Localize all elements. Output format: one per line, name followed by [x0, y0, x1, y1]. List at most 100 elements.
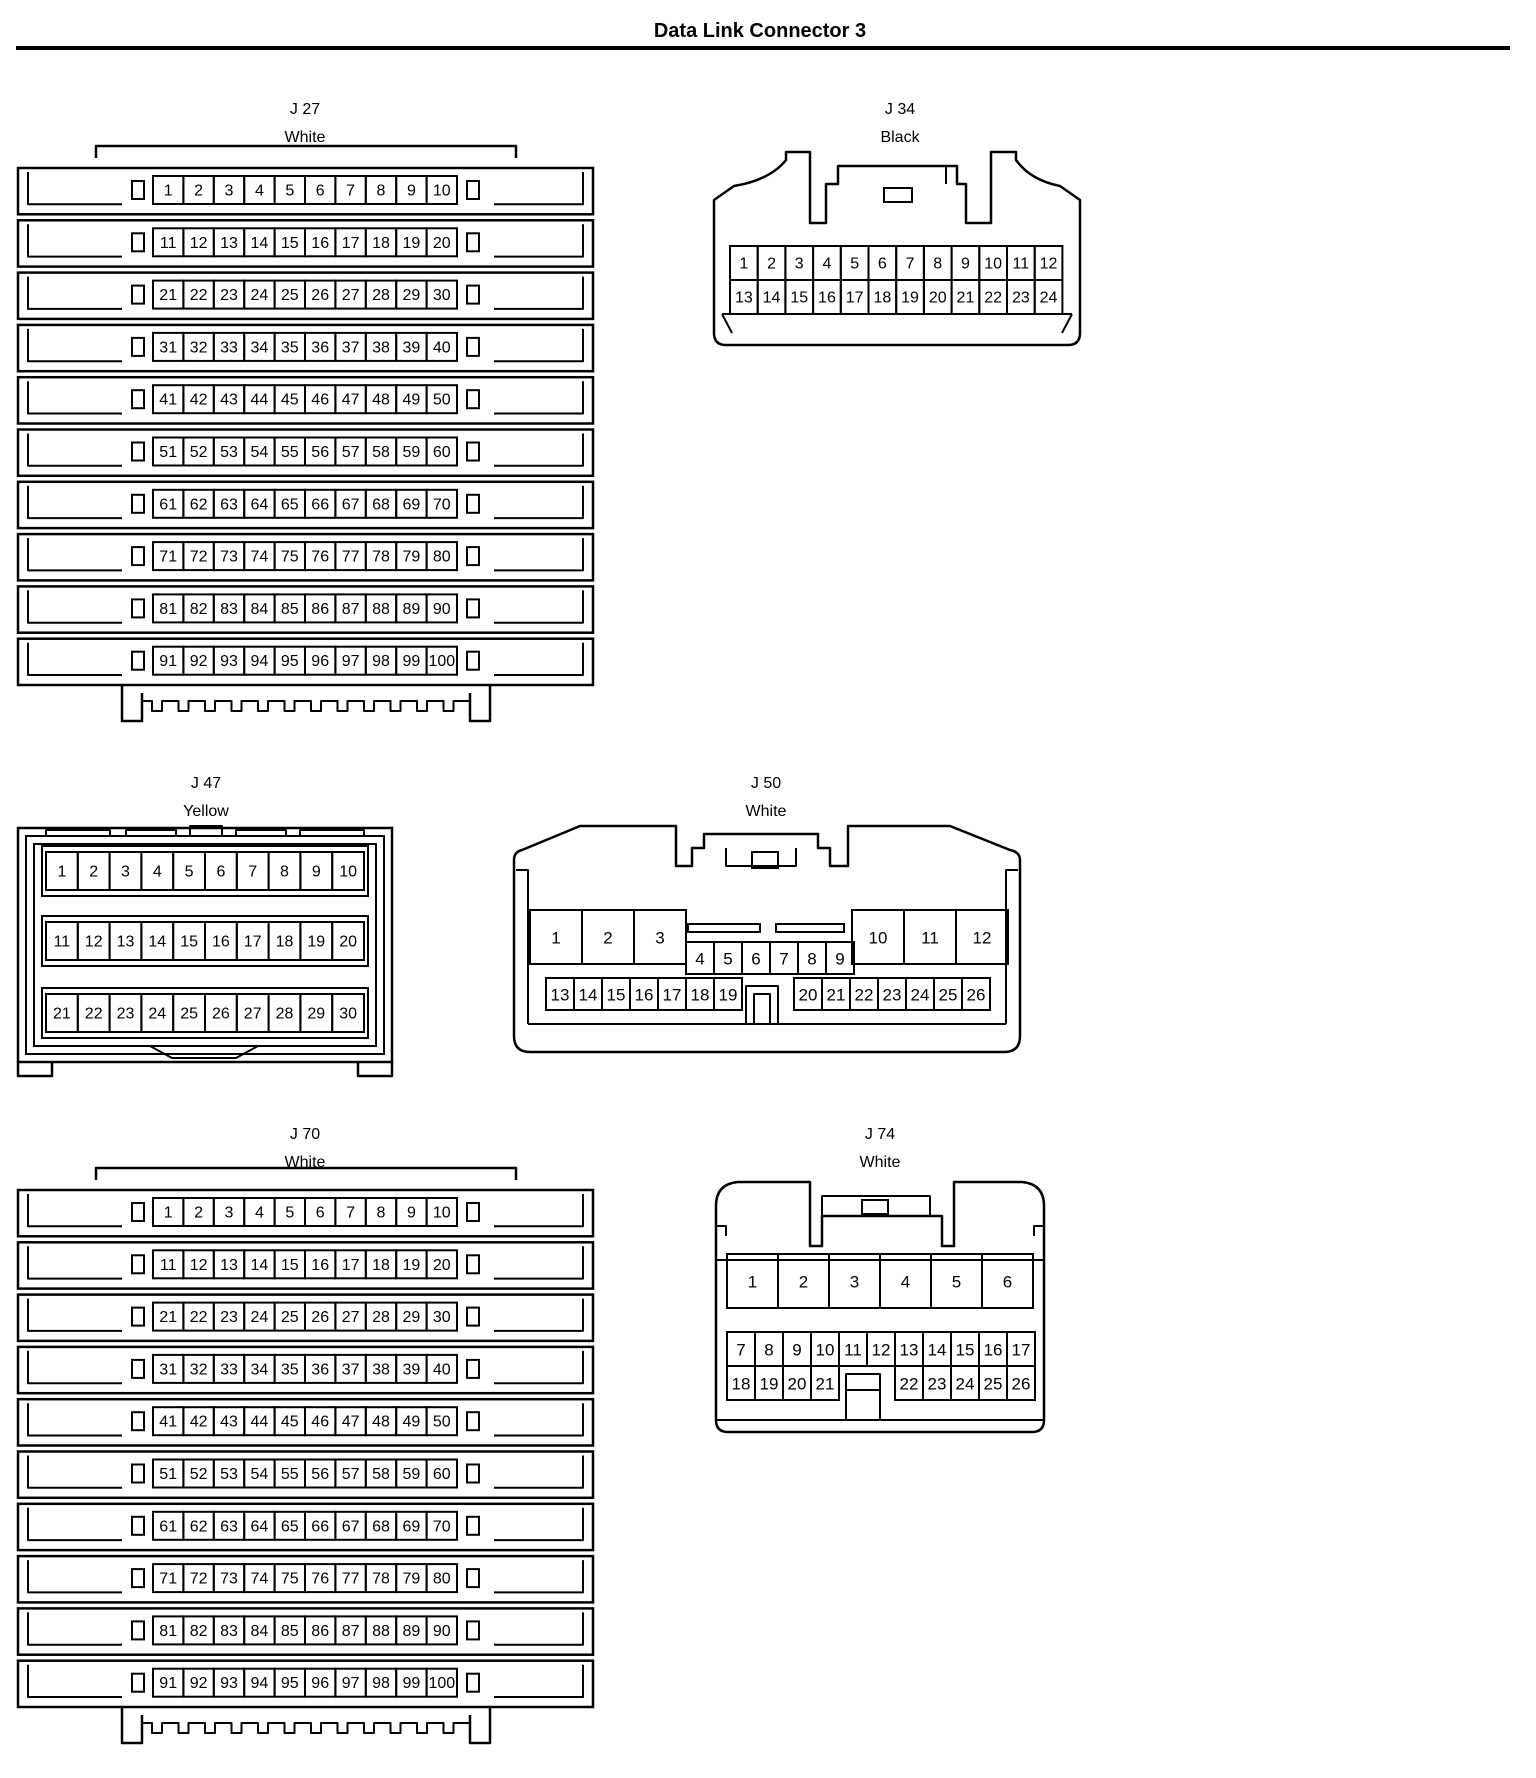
pin-number: 24 [251, 287, 269, 304]
pin-number: 72 [190, 549, 208, 566]
pin-number: 87 [342, 1623, 360, 1640]
pin-cell [981, 1253, 1034, 1309]
pin-cell [425, 331, 459, 362]
pin-number: 18 [691, 986, 710, 1005]
lock-square [131, 598, 145, 619]
pin-number: 3 [225, 1205, 234, 1222]
page-title: Data Link Connector 3 [653, 20, 867, 42]
pin-number: 92 [190, 1675, 208, 1692]
pin-number: 14 [579, 986, 598, 1005]
pin-cell [425, 227, 459, 258]
row-tab-slot [494, 642, 584, 676]
pin-number: 51 [159, 444, 177, 461]
pin-number: 45 [281, 392, 299, 409]
pin-number: 39 [403, 339, 421, 356]
pin-number: 27 [342, 1309, 360, 1326]
row-tab [16, 1659, 595, 1709]
row-tab [16, 480, 595, 530]
pin-number: 6 [316, 1205, 325, 1222]
pin-number: 12 [190, 1257, 208, 1274]
pin-number: 76 [311, 1571, 329, 1588]
pin-number: 28 [372, 287, 390, 304]
top-ribs [45, 825, 365, 836]
pin-number: 32 [190, 1361, 208, 1378]
lock-square [466, 1358, 480, 1379]
pin-number: 24 [956, 1375, 975, 1394]
pin-number: 9 [312, 864, 321, 881]
pin-number: 92 [190, 653, 208, 670]
pin-number: 17 [1012, 1341, 1031, 1360]
feet [16, 1062, 394, 1078]
lock-square [131, 1463, 145, 1484]
row-tab-slot [27, 224, 122, 258]
pin-number: 74 [251, 549, 269, 566]
pin-number: 64 [251, 1518, 269, 1535]
pin-number: 45 [281, 1414, 299, 1431]
bottom-foot [120, 1707, 492, 1745]
pin-number: 69 [403, 1518, 421, 1535]
pin-number: 27 [244, 1006, 262, 1023]
housing-ledge [721, 313, 1073, 334]
lock-square [131, 180, 145, 200]
pin-number: 78 [372, 1571, 390, 1588]
pin-number: 42 [190, 1414, 208, 1431]
row-tab-slot [27, 328, 122, 363]
lock-square [466, 1254, 480, 1275]
row-tab-slot [27, 485, 122, 520]
pin-number: 9 [407, 1205, 416, 1222]
lock-square [466, 336, 480, 357]
pin-number: 15 [956, 1341, 975, 1360]
pin-number: 48 [372, 392, 390, 409]
pin-number: 50 [433, 1414, 451, 1431]
pin-number: 52 [190, 1466, 208, 1483]
pin-number: 69 [403, 496, 421, 513]
title-rule [16, 46, 1510, 50]
pin-number: 21 [827, 986, 846, 1005]
housing-inner [516, 869, 1018, 1025]
pin-number: 21 [53, 1006, 71, 1023]
row-tab [16, 532, 595, 582]
pin-number: 13 [220, 235, 238, 252]
pin-number: 23 [220, 1309, 238, 1326]
j47-label: J 47 Yellow [106, 770, 306, 826]
j47-color: Yellow [183, 803, 229, 820]
lock-square [466, 493, 480, 514]
row-tab-slot [27, 642, 122, 676]
pin-number: 15 [180, 934, 198, 951]
lock-square [131, 1202, 145, 1222]
pin-number: 31 [159, 339, 177, 356]
pin-number: 7 [736, 1341, 745, 1360]
pin-number: 56 [311, 444, 329, 461]
pin-number: 17 [244, 934, 262, 951]
latch [837, 165, 947, 184]
j27-color: White [284, 129, 326, 146]
slot [775, 923, 845, 933]
pin-number: 71 [159, 1571, 177, 1588]
pin-cell [425, 1301, 459, 1332]
pin-number: 32 [190, 339, 208, 356]
pin-number: 72 [190, 1571, 208, 1588]
pin-cell [425, 1615, 459, 1646]
pin-number: 71 [159, 549, 177, 566]
row-tab-slot [494, 1612, 584, 1646]
lock-square [131, 493, 145, 514]
housing-inner [25, 835, 385, 1055]
pin-cell [425, 1563, 459, 1594]
j50-id: J 50 [750, 775, 782, 792]
pin-number: 28 [276, 1006, 294, 1023]
pin-number: 20 [433, 1257, 451, 1274]
j27-id: J 27 [289, 101, 321, 118]
pin-cell [425, 1667, 459, 1698]
pin-number: 37 [342, 1361, 360, 1378]
pin-cell [425, 384, 459, 415]
pin-number: 96 [311, 1675, 329, 1692]
pin-number: 29 [403, 1309, 421, 1326]
lock-square [131, 546, 145, 567]
j70-id: J 70 [289, 1126, 321, 1143]
pin-number: 19 [403, 235, 421, 252]
row-tab [16, 166, 595, 216]
pin-number: 6 [1003, 1273, 1012, 1292]
pin-number: 1 [57, 864, 66, 881]
pin-number: 26 [967, 986, 986, 1005]
